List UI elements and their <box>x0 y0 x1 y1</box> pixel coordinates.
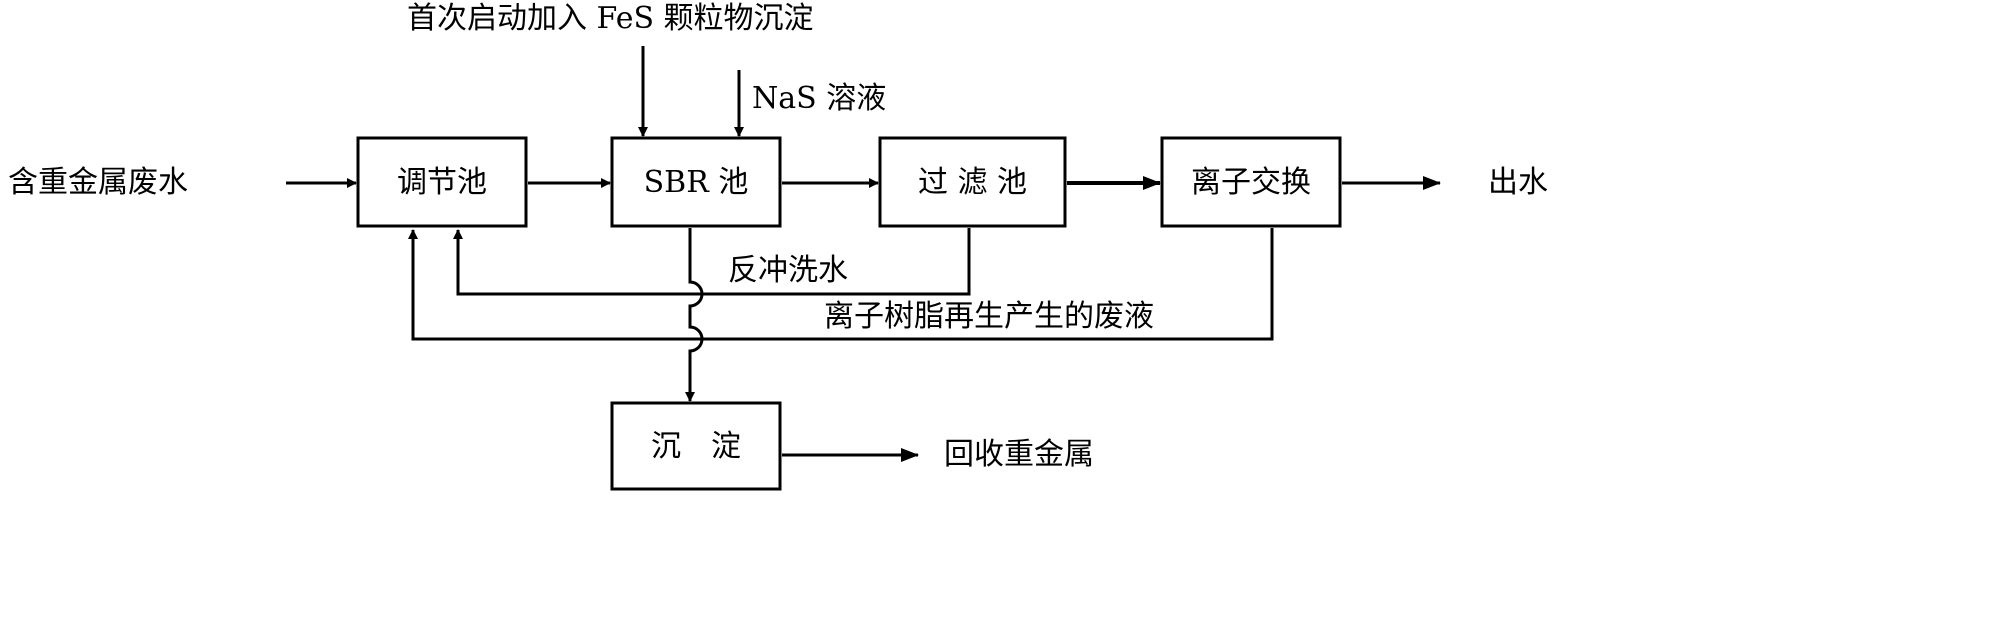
chendian-box <box>610 401 782 491</box>
guolv-label: 过 滤 池 <box>917 165 1028 200</box>
sbr-box <box>610 136 782 228</box>
resin-waste-label: 离子树脂再生产生的废液 <box>824 299 1154 334</box>
feed-label: 含重金属废水 <box>8 165 188 200</box>
fes-input-label: 首次启动加入 FeS 颗粒物沉淀 <box>407 1 814 36</box>
sbr-label: SBR 池 <box>643 165 749 200</box>
lizi-label: 离子交换 <box>1191 165 1311 200</box>
nas-input-label: NaS 溶液 <box>752 81 887 116</box>
backwash-label: 反冲洗水 <box>728 253 848 288</box>
effluent-label: 出水 <box>1488 165 1548 200</box>
recover-label: 回收重金属 <box>944 437 1094 472</box>
lizi-box <box>1160 136 1342 228</box>
sbr-to-chendian-arrow <box>685 228 704 402</box>
guolv-box <box>878 136 1067 228</box>
tiaojie-label: 调节池 <box>397 165 487 200</box>
process-flow-diagram: 首次启动加入 FeS 颗粒物沉淀 NaS 溶液 含重金属废水 调节池 SBR 池… <box>8 1 1548 491</box>
chendian-label: 沉 淀 <box>651 429 741 464</box>
diagram-lines <box>286 46 1441 491</box>
backwash-return-line <box>453 228 971 296</box>
tiaojie-box <box>356 136 528 228</box>
resin-waste-return-line <box>408 228 1274 341</box>
